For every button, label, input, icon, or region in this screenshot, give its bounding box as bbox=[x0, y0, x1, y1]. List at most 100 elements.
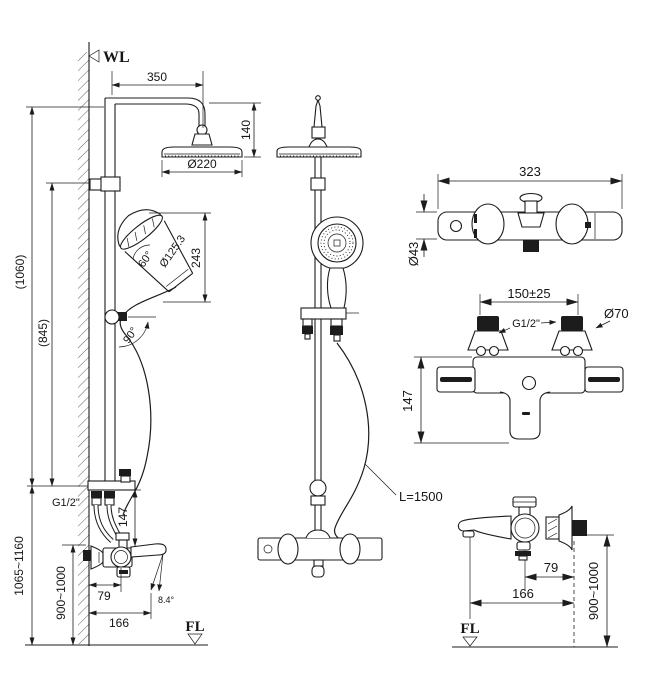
body-tongue bbox=[499, 391, 551, 440]
dim-bracket-height: (845) bbox=[36, 182, 89, 487]
spout-nozzle bbox=[462, 530, 475, 538]
dim-845-label: (845) bbox=[36, 319, 50, 347]
hose-length-callout: L=1500 bbox=[364, 463, 443, 504]
hose-length-label: L=1500 bbox=[399, 489, 443, 504]
dim-arm-reach: 350 bbox=[111, 70, 204, 128]
head-bell bbox=[308, 138, 328, 148]
dim-79-right-label: 79 bbox=[544, 560, 558, 575]
slider-holder bbox=[104, 309, 127, 325]
wall-hatching bbox=[78, 52, 89, 644]
hand-shower-side bbox=[117, 209, 194, 293]
shower-hose-front bbox=[333, 342, 370, 544]
spout-side bbox=[130, 543, 167, 558]
dim-inlet-spacing: 150±25 bbox=[479, 286, 579, 315]
dim-147-right-label: 147 bbox=[400, 390, 415, 412]
front-view: L=1500 bbox=[257, 95, 443, 578]
dim-147-left-label: 147 bbox=[116, 507, 130, 527]
mount-shelf bbox=[87, 480, 136, 491]
head-nut bbox=[191, 133, 213, 146]
angle-60-label: 60° bbox=[136, 249, 155, 270]
valve-side-view: 79 166 900~1000 FL bbox=[452, 496, 618, 648]
left-knob-front-large bbox=[436, 366, 476, 393]
inlet-thread-callout: G1/2" bbox=[498, 318, 557, 334]
mount-hole bbox=[449, 219, 463, 233]
overhead-shower-front bbox=[276, 146, 362, 158]
center-lever bbox=[311, 565, 325, 578]
dim-243-label: 243 bbox=[189, 248, 203, 268]
dim-150-label: 150±25 bbox=[507, 286, 550, 301]
wall-connection bbox=[545, 505, 587, 551]
dim-valve-to-wall-right: 79 bbox=[524, 560, 575, 581]
dim-riser-angle: 90° bbox=[118, 316, 156, 348]
dim-1065-1160-label: 1065~1160 bbox=[12, 536, 26, 596]
inlet-thread-left-label: G1/2" bbox=[52, 497, 80, 509]
dim-166-left-label: 166 bbox=[109, 616, 129, 630]
right-knob-front-large bbox=[584, 366, 624, 393]
shower-hose-side bbox=[119, 286, 177, 516]
dim-mount-range: 1065~1160 bbox=[12, 485, 35, 646]
holder-bracket-front bbox=[300, 307, 359, 342]
finial bbox=[311, 95, 326, 139]
pipe-collar bbox=[310, 177, 326, 191]
dim-valve-range-left: 900~1000 bbox=[54, 544, 86, 646]
overhead-shower-side bbox=[161, 146, 243, 158]
floor-triangle-left-icon bbox=[187, 633, 203, 645]
escutcheon-bell bbox=[90, 545, 104, 570]
valve-front-view: 150±25 G1/2" Ø70 bbox=[400, 286, 629, 444]
dim-height-range-right: 900~1000 bbox=[586, 534, 614, 648]
dim-220-label: Ø220 bbox=[187, 157, 217, 171]
dim-wall-to-valve-left: 79 bbox=[88, 568, 122, 603]
diverter-button bbox=[521, 375, 537, 391]
water-level-label: WL bbox=[103, 49, 130, 66]
valve-body-front bbox=[472, 356, 586, 394]
floor-level-left: FL bbox=[25, 619, 208, 646]
dim-900-1000-left-label: 900~1000 bbox=[54, 566, 68, 620]
right-knob-front bbox=[339, 533, 361, 565]
angle-84-label: 8.4° bbox=[158, 595, 175, 605]
left-knob-top bbox=[471, 203, 505, 245]
dim-125-label: Ø125.3 bbox=[158, 233, 189, 269]
spout-right-view bbox=[457, 515, 512, 540]
upper-wall-clamp bbox=[89, 176, 121, 192]
dim-wall-to-spout-left: 166 bbox=[88, 593, 152, 630]
floor-label-left: FL bbox=[185, 619, 204, 635]
dim-head-diameter: Ø220 bbox=[161, 157, 243, 177]
floor-level-right: FL bbox=[452, 621, 618, 648]
floor-triangle-right-icon bbox=[462, 636, 478, 647]
diverter-top bbox=[517, 192, 545, 252]
dim-overall-height: (1060) bbox=[13, 106, 104, 487]
brand-mark bbox=[522, 412, 530, 415]
wall-anchor-right bbox=[572, 520, 587, 536]
hand-shower-front bbox=[310, 216, 364, 309]
inlet-thread-right-label: G1/2" bbox=[512, 318, 540, 330]
dim-166-right-label: 166 bbox=[512, 586, 534, 601]
pipe-ball-joint bbox=[309, 479, 327, 497]
dim-inlet-to-spout-left: 147 bbox=[116, 489, 141, 547]
floor-label-right: FL bbox=[460, 621, 479, 637]
water-level-marker: WL bbox=[88, 49, 130, 66]
dim-width-323: 323 bbox=[437, 164, 623, 209]
side-view: WL bbox=[12, 42, 261, 646]
dim-height-147-right: 147 bbox=[400, 356, 509, 444]
dim-head-drop: 140 bbox=[209, 102, 261, 158]
angle-90-label: 90° bbox=[121, 325, 140, 346]
dim-350-label: 350 bbox=[147, 70, 167, 84]
dim-900-1000-right-label: 900~1000 bbox=[586, 562, 601, 620]
riser-pipe-front bbox=[314, 138, 322, 538]
dim-43-label: Ø43 bbox=[406, 242, 421, 267]
temperature-dial bbox=[110, 546, 132, 568]
dim-spout-to-wall-right: 166 bbox=[469, 537, 575, 619]
wall-anchor bbox=[83, 550, 91, 561]
pipe-lower-collar bbox=[310, 495, 326, 506]
dim-spout-tilt: 8.4° bbox=[150, 553, 175, 605]
water-level-triangle-icon bbox=[88, 49, 100, 63]
dim-79-left-label: 79 bbox=[97, 589, 111, 603]
left-knob-front bbox=[277, 533, 299, 565]
escutcheon-callout: Ø70 bbox=[595, 306, 629, 329]
right-knob-top bbox=[555, 203, 589, 245]
riser-and-arm bbox=[104, 97, 213, 481]
escutcheon-bell-right bbox=[558, 505, 573, 551]
diverter-side bbox=[512, 496, 537, 517]
